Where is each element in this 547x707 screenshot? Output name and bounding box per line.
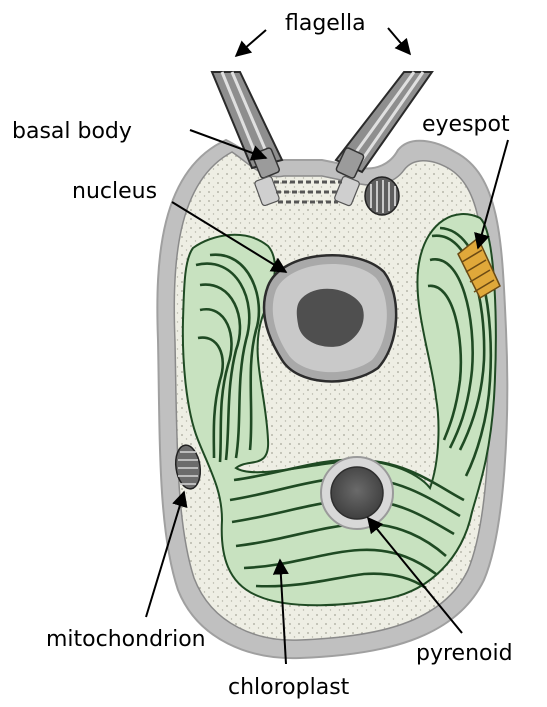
- label-pyrenoid: pyrenoid: [416, 641, 513, 666]
- label-nucleus: nucleus: [72, 179, 157, 204]
- label-chloroplast: chloroplast: [228, 675, 350, 700]
- label-flagella: flagella: [285, 11, 366, 36]
- label-eyespot: eyespot: [422, 112, 510, 137]
- label-basal-body: basal body: [12, 119, 132, 144]
- flagella-arrow-right: [388, 28, 410, 54]
- pyrenoid: [321, 457, 393, 529]
- nucleus: [264, 255, 396, 381]
- mitochondrion-top: [365, 177, 399, 215]
- flagella-arrow-left: [236, 30, 266, 56]
- label-mitochondrion: mitochondrion: [46, 627, 206, 652]
